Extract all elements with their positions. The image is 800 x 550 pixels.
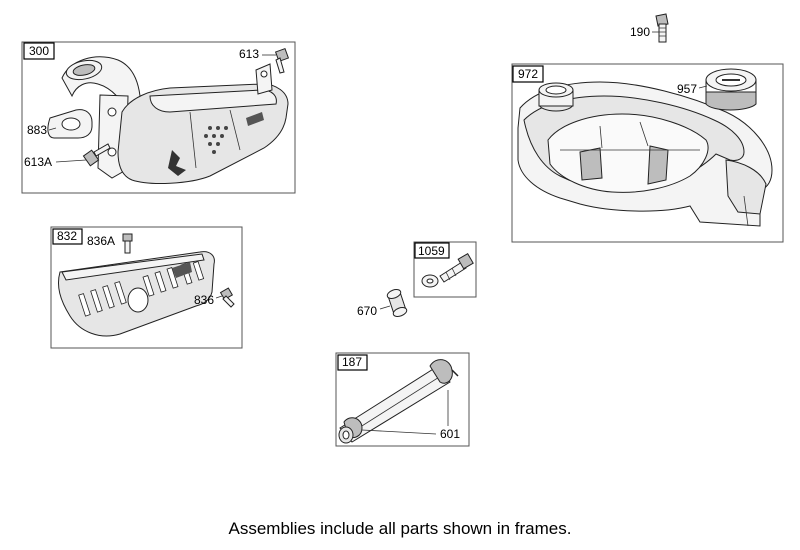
assembly-frame-187[interactable]: 187 601	[335, 352, 470, 447]
shoulder-bolt-part[interactable]	[439, 252, 474, 283]
callout-957: 957	[677, 82, 697, 96]
spacer-part-670[interactable]	[386, 288, 408, 318]
assemblies-note: Assemblies include all parts shown in fr…	[228, 519, 572, 538]
frame-tag-label: 972	[518, 67, 538, 81]
washer-part[interactable]	[421, 274, 439, 288]
leader-957	[698, 85, 708, 89]
frame-tag	[52, 228, 83, 245]
frame-border	[413, 241, 477, 298]
screw-part-836a[interactable]	[122, 233, 133, 254]
frame-border	[21, 41, 296, 194]
callout-670: 670	[357, 304, 377, 318]
callout-836: 836	[194, 293, 214, 307]
screw-part-836[interactable]	[219, 287, 235, 308]
assembly-frame-300[interactable]: 300	[21, 41, 296, 194]
frame-tag-label: 300	[29, 44, 49, 58]
fuel-line-part[interactable]	[338, 359, 459, 444]
heat-shield-part[interactable]	[57, 251, 215, 337]
assembly-frame-832[interactable]: 832	[50, 226, 243, 349]
muffler-bracket	[255, 63, 273, 95]
leader-836	[215, 295, 223, 299]
frame-border	[335, 352, 470, 447]
leader-670	[379, 305, 391, 310]
frame-tag-label: 1059	[418, 244, 445, 258]
assembly-frame-1059[interactable]: 1059	[413, 241, 477, 298]
assembly-frame-972[interactable]: 972 957	[511, 63, 784, 243]
bolt-part-613[interactable]	[274, 47, 290, 74]
frame-tag	[337, 354, 368, 371]
gasket-part-883[interactable]	[47, 109, 93, 139]
leader-883	[48, 127, 57, 131]
bolt-part-190[interactable]	[655, 13, 669, 43]
frame-border	[50, 226, 243, 349]
frame-tag	[23, 42, 55, 60]
callout-613a: 613A	[24, 155, 52, 169]
callout-190: 190	[630, 25, 650, 39]
fuel-tank-part[interactable]	[517, 81, 773, 227]
callout-601: 601	[440, 427, 460, 441]
leader-613a	[55, 159, 87, 163]
callout-613: 613	[239, 47, 259, 61]
frame-tag	[512, 65, 544, 83]
frame-tag-label: 832	[57, 229, 77, 243]
callout-836a: 836A	[87, 234, 115, 248]
bolt-part-613a[interactable]	[82, 143, 111, 167]
callout-883: 883	[27, 123, 47, 137]
frame-tag-label: 187	[342, 355, 362, 369]
fuel-cap-part-957[interactable]	[705, 68, 757, 111]
frame-tag	[414, 242, 450, 259]
muffler-part[interactable]	[61, 56, 289, 184]
leader-601	[361, 390, 449, 435]
frame-border	[511, 63, 784, 243]
